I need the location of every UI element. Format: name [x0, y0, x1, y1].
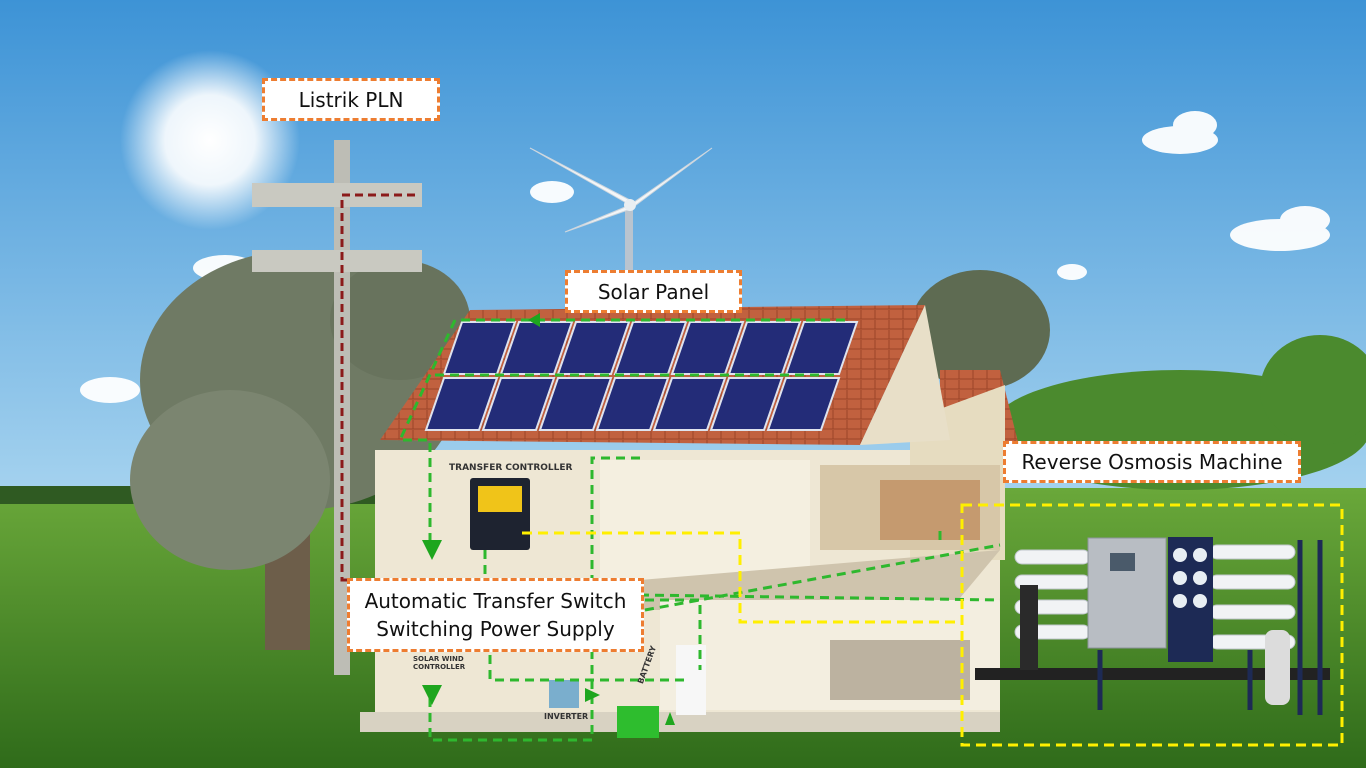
inverter-label: INVERTER — [544, 712, 589, 721]
inverter-device — [549, 680, 579, 708]
solar-wind-controller-label: SOLAR WIND CONTROLLER — [413, 655, 466, 671]
solar-panel-module — [538, 377, 613, 431]
solar-panels — [424, 321, 859, 431]
tree-left — [130, 250, 470, 650]
reverse-osmosis-label: Reverse Osmosis Machine — [1003, 441, 1301, 483]
solar-panel-label: Solar Panel — [565, 270, 742, 313]
transfer-controller-label: TRANSFER CONTROLLER — [449, 463, 573, 473]
ats-label: Automatic Transfer Switch Switching Powe… — [347, 578, 644, 652]
solar-panel-module — [766, 377, 841, 431]
solar-panel-module — [784, 321, 859, 375]
ats-label-line2: Switching Power Supply — [376, 617, 615, 641]
power-pole — [252, 140, 422, 675]
wind-turbine — [529, 147, 713, 290]
solar-panel-module — [595, 377, 670, 431]
ats-label-line1: Automatic Transfer Switch — [364, 589, 627, 613]
solar-panel-module — [499, 321, 574, 375]
solar-panel-module — [709, 377, 784, 431]
highlight-lines — [522, 503, 1344, 747]
solar-panel-module — [481, 377, 556, 431]
battery-device — [617, 706, 659, 738]
solar-panel-module — [652, 377, 727, 431]
solar-panel-module — [424, 377, 499, 431]
reverse-osmosis-machine — [975, 537, 1330, 715]
grid-power-label: Listrik PLN — [262, 78, 440, 121]
grid-power-line — [340, 193, 420, 582]
power-flow-lines — [397, 318, 1001, 742]
solar-panel-module — [556, 321, 631, 375]
flow-arrows — [422, 313, 675, 725]
